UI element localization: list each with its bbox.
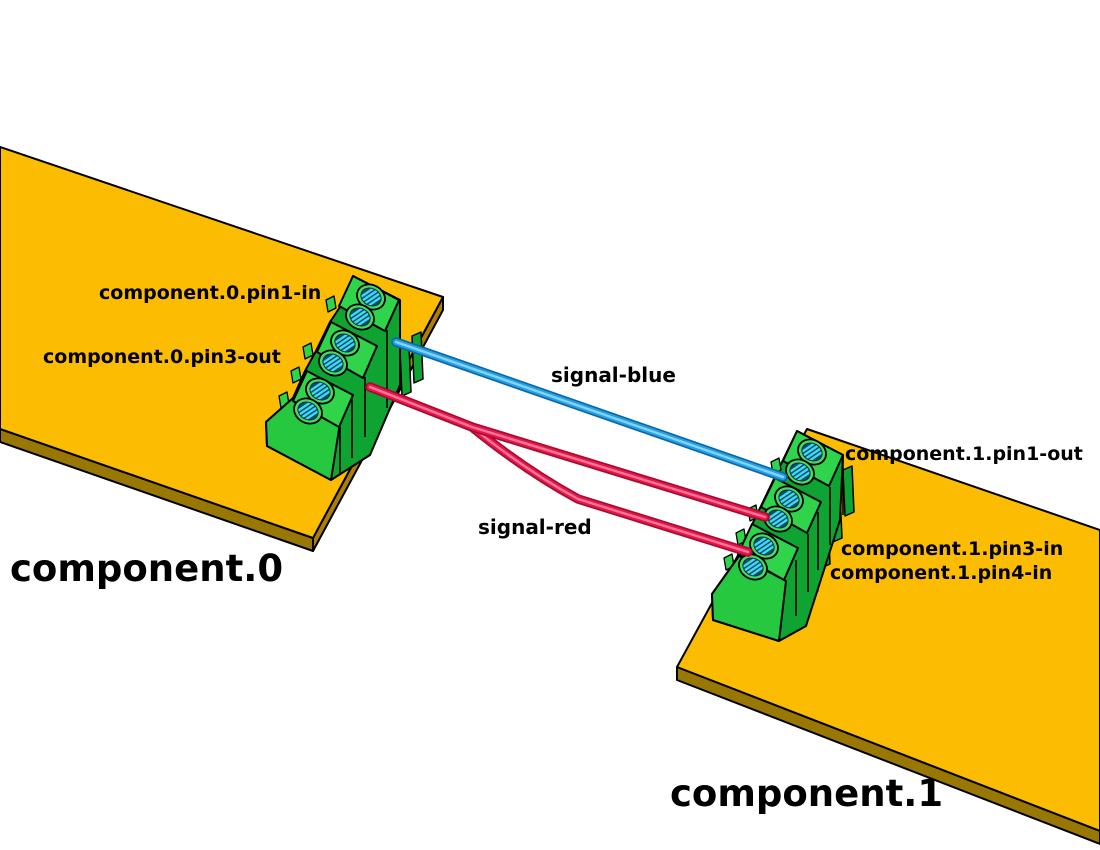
screw-terminal xyxy=(345,303,375,331)
label-component-0: component.0 xyxy=(10,547,284,590)
wire-signal-red xyxy=(365,382,770,557)
label-component-0-pin3-out: component.0.pin3-out xyxy=(43,346,281,368)
label-component-0-pin1-in: component.0.pin1-in xyxy=(99,282,322,304)
label-signal-red: signal-red xyxy=(478,515,592,539)
screw-terminal xyxy=(749,532,779,560)
screw-terminal xyxy=(305,377,335,405)
label-component-1-pin1-out: component.1.pin1-out xyxy=(845,443,1083,465)
label-component-1-pin3-in: component.1.pin3-in xyxy=(841,538,1064,560)
screw-terminal xyxy=(330,329,360,357)
screw-terminal xyxy=(738,553,768,581)
screw-terminal xyxy=(356,283,386,311)
screw-terminal xyxy=(785,458,815,486)
screw-terminal xyxy=(797,438,827,466)
label-signal-blue: signal-blue xyxy=(551,363,676,387)
screw-terminal xyxy=(318,349,348,377)
label-component-1-pin4-in: component.1.pin4-in xyxy=(830,562,1053,584)
component.1-terminal-block xyxy=(711,430,855,642)
label-component-1: component.1 xyxy=(670,772,944,815)
wire-signal-blue xyxy=(391,337,788,482)
screw-terminal xyxy=(293,397,323,425)
screw-terminal xyxy=(774,485,804,513)
